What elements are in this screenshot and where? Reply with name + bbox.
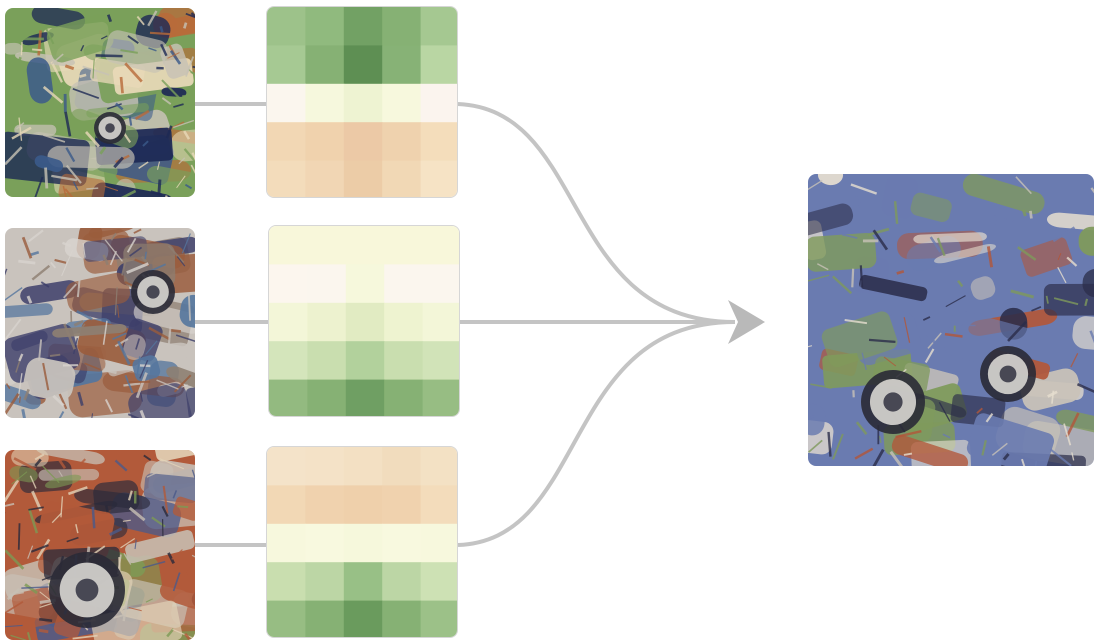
weight-cell — [267, 600, 306, 637]
weight-cell — [305, 600, 345, 637]
weight-cell — [343, 562, 383, 602]
weight-cell — [382, 160, 422, 197]
merge-curve-top — [457, 102, 736, 324]
weight-cell — [422, 341, 459, 381]
input-image-3 — [5, 450, 195, 640]
weight-cell — [420, 447, 457, 486]
weight-cell — [267, 562, 306, 602]
weight-cell — [382, 45, 422, 85]
weight-cell — [343, 160, 383, 197]
weight-cell — [345, 341, 385, 381]
weight-cell — [384, 226, 424, 265]
weight-cell — [343, 45, 383, 85]
arrowhead-icon — [728, 300, 765, 344]
weight-cell — [420, 485, 457, 525]
weight-cell — [267, 122, 306, 162]
weight-cell — [420, 562, 457, 602]
weight-cell — [305, 7, 345, 46]
weight-cell — [269, 264, 308, 304]
weight-cell — [307, 264, 347, 304]
weight-cell — [307, 341, 347, 381]
weight-cell — [343, 447, 383, 486]
weight-cell — [343, 485, 383, 525]
weight-cell — [343, 600, 383, 637]
weight-cell — [269, 302, 308, 342]
weight-cell — [267, 83, 306, 123]
weight-cell — [307, 302, 347, 342]
weight-grid-3 — [266, 446, 458, 638]
weight-cell — [422, 379, 459, 416]
weight-cell — [269, 341, 308, 381]
weight-cell — [382, 562, 422, 602]
input-image-1 — [5, 8, 195, 197]
weight-cell — [382, 7, 422, 46]
weight-cell — [267, 523, 306, 563]
weight-cell — [267, 7, 306, 46]
weight-cell — [343, 523, 383, 563]
weight-cell — [305, 523, 345, 563]
weight-cell — [420, 7, 457, 46]
weight-cell — [384, 264, 424, 304]
weight-cell — [420, 45, 457, 85]
merge-curve-bottom — [457, 320, 736, 547]
weight-cell — [307, 379, 347, 416]
weight-cell — [305, 122, 345, 162]
weight-cell — [422, 302, 459, 342]
weight-grid-1 — [266, 6, 458, 198]
weight-cell — [422, 264, 459, 304]
weight-cell — [343, 7, 383, 46]
weight-cell — [420, 523, 457, 563]
weight-cell — [267, 447, 306, 486]
weight-cell — [267, 160, 306, 197]
weight-cell — [307, 226, 347, 265]
weight-cell — [305, 45, 345, 85]
weight-cell — [345, 302, 385, 342]
weight-cell — [267, 45, 306, 85]
weight-cell — [382, 447, 422, 486]
weight-cell — [420, 600, 457, 637]
weight-cell — [305, 83, 345, 123]
weight-cell — [267, 485, 306, 525]
weight-cell — [420, 83, 457, 123]
weight-cell — [345, 379, 385, 416]
weight-cell — [420, 122, 457, 162]
weight-cell — [382, 122, 422, 162]
weight-cell — [382, 83, 422, 123]
output-image — [808, 174, 1094, 466]
weight-grid-2 — [268, 225, 460, 417]
weight-cell — [420, 160, 457, 197]
weight-cell — [343, 122, 383, 162]
weight-cell — [384, 379, 424, 416]
weight-cell — [384, 302, 424, 342]
weight-cell — [345, 264, 385, 304]
weight-cell — [269, 226, 308, 265]
weight-cell — [269, 379, 308, 416]
weight-cell — [382, 523, 422, 563]
weight-cell — [305, 160, 345, 197]
weight-cell — [382, 600, 422, 637]
weight-cell — [345, 226, 385, 265]
weight-cell — [384, 341, 424, 381]
weight-cell — [305, 562, 345, 602]
input-image-2 — [5, 228, 195, 418]
weight-cell — [305, 447, 345, 486]
weight-cell — [422, 226, 459, 265]
weight-cell — [382, 485, 422, 525]
weight-cell — [343, 83, 383, 123]
weight-cell — [305, 485, 345, 525]
